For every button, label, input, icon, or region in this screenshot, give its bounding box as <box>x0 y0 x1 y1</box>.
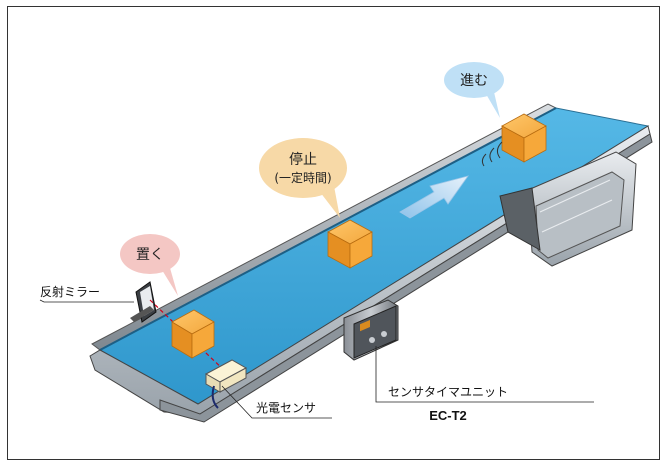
conveyor-motor-housing <box>499 151 637 267</box>
box-go <box>501 113 547 163</box>
box-stop <box>327 219 373 269</box>
motion-marks <box>481 141 503 167</box>
label-model-number: EC-T2 <box>429 408 467 423</box>
bubble-stop-title: 停止 <box>289 151 317 168</box>
photoelectric-sensor <box>204 359 248 409</box>
bubble-go-text: 進む <box>460 73 488 89</box>
box-place <box>171 309 215 359</box>
direction-arrow <box>399 175 469 219</box>
label-photoelectric-sensor: 光電センサ <box>256 401 316 415</box>
leader-lines <box>39 299 594 419</box>
reflective-mirror <box>130 281 157 323</box>
label-sensor-timer-unit: センサタイマユニット <box>388 385 508 399</box>
bubble-stop-subtitle: (一定時間) <box>274 170 331 185</box>
sensor-timer-unit <box>343 299 399 361</box>
bubble-place: 置く <box>120 234 180 296</box>
bubble-place-text: 置く <box>136 247 164 263</box>
label-reflective-mirror: 反射ミラー <box>40 284 100 299</box>
bubble-go: 進む <box>444 62 504 118</box>
bubble-stop: 停止 (一定時間) <box>259 138 347 218</box>
conveyor-front-rail <box>89 125 653 423</box>
